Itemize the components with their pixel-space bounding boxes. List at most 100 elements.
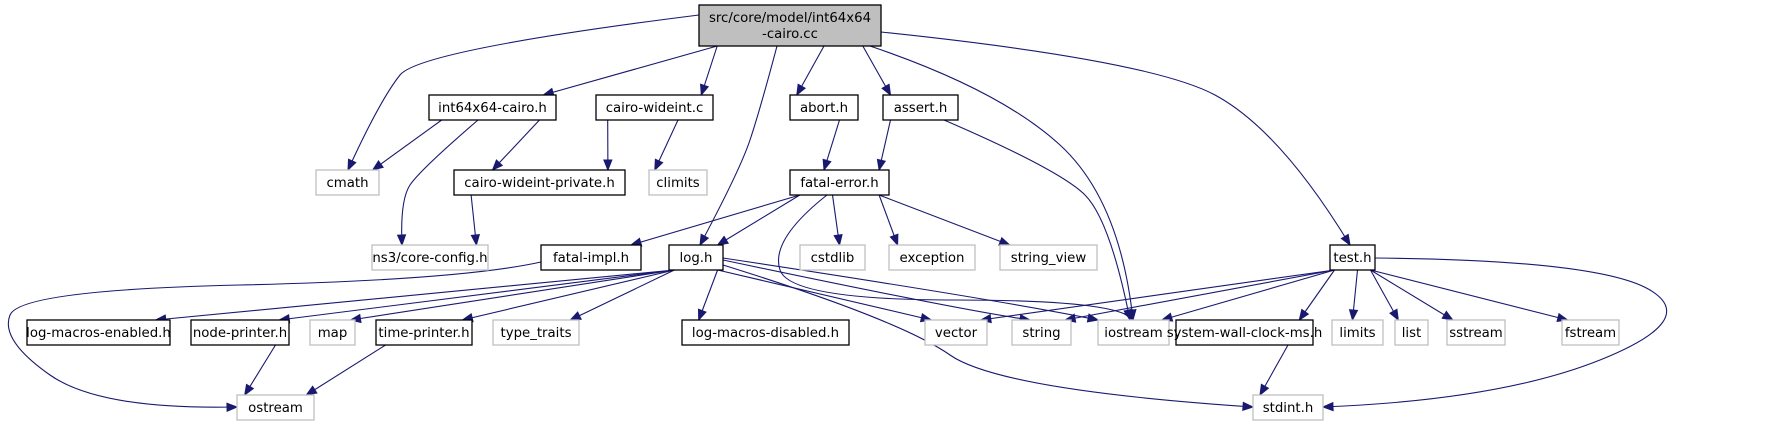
node-label: limits (1339, 326, 1375, 341)
edge-fatal-error-h-to-fatal-impl-h (629, 194, 801, 247)
node-label: assert.h (894, 101, 948, 116)
node-label: cairo-wideint-private.h (464, 176, 615, 191)
node-label: test.h (1333, 251, 1371, 266)
edge-line (717, 194, 801, 246)
node-box (371, 244, 489, 271)
edge-node-printer-h-to-ostream (243, 344, 276, 397)
node-box (888, 244, 976, 271)
arrowhead-icon (569, 311, 582, 321)
node-root[interactable]: src/core/model/int64x64-cairo.cc (698, 4, 882, 47)
edge-line (155, 269, 675, 321)
node-box (1446, 319, 1506, 346)
node-label: node-printer.h (193, 326, 287, 341)
edge-int64x64-cairo-h-to-cairo-wideint-private-h (491, 119, 540, 171)
node-label: log.h (680, 251, 713, 266)
edge-line (722, 257, 1099, 321)
arrowhead-icon (603, 159, 613, 172)
node-int64x64-cairo-h[interactable]: int64x64-cairo.h (428, 94, 557, 121)
node-cairo-wideint-c[interactable]: cairo-wideint.c (595, 94, 714, 121)
edge-assert-h-to-fatal-error-h (876, 119, 892, 172)
edge-root-to-log-h (699, 45, 778, 247)
node-box (1097, 319, 1170, 346)
edge-fatal-error-h-to-log-h (716, 194, 801, 246)
node-log-macros-enabled-h[interactable]: log-macros-enabled.h (26, 319, 171, 346)
arrowhead-icon (1441, 310, 1454, 321)
node-label: cstdlib (811, 251, 855, 266)
edge-test-h-to-string (1063, 269, 1335, 323)
node-assert-h[interactable]: assert.h (882, 94, 959, 121)
node-box[interactable] (595, 94, 714, 121)
node-box (236, 394, 315, 421)
node-box[interactable] (681, 319, 850, 346)
arrowhead-icon (699, 233, 710, 247)
arrowhead-icon (1321, 401, 1334, 412)
node-iostream: iostream (1097, 319, 1170, 346)
node-log-h[interactable]: log.h (668, 244, 724, 271)
node-label: vector (935, 326, 978, 341)
node-fstream: fstream (1561, 319, 1620, 346)
node-label: log-macros-enabled.h (26, 326, 171, 341)
node-time-printer-h[interactable]: time-printer.h (375, 319, 473, 346)
node-ostream: ostream (236, 394, 315, 421)
edge-line (1370, 269, 1568, 321)
node-box[interactable] (453, 169, 626, 196)
node-label: list (1402, 326, 1422, 341)
node-box[interactable] (190, 319, 290, 346)
node-label: type_traits (500, 326, 571, 341)
edge-log-h-to-node-printer-h (277, 269, 675, 324)
node-box[interactable] (882, 94, 959, 121)
edge-log-h-to-stdint-h (722, 264, 1255, 412)
node-box[interactable] (698, 4, 882, 47)
node-label: abort.h (800, 101, 848, 116)
edge-line (347, 14, 700, 171)
node-box[interactable] (668, 244, 724, 271)
node-label: time-printer.h (378, 326, 469, 341)
edge-line (7, 261, 542, 408)
arrowhead-icon (889, 233, 899, 247)
node-box[interactable] (428, 94, 557, 121)
node-string: string (1011, 319, 1072, 346)
arrowhead-icon (881, 83, 892, 97)
arrowhead-icon (470, 234, 481, 247)
node-test-h[interactable]: test.h (1329, 244, 1376, 271)
edge-fatal-error-h-to-string-view (878, 194, 1011, 246)
node-box[interactable] (1175, 319, 1314, 346)
edge-line (372, 119, 443, 171)
node-log-macros-disabled-h[interactable]: log-macros-disabled.h (681, 319, 850, 346)
node-fatal-impl-h[interactable]: fatal-impl.h (540, 244, 642, 271)
node-box[interactable] (789, 169, 890, 196)
node-string-view: string_view (999, 244, 1098, 271)
edge-root-to-iostream (869, 45, 1137, 322)
edge-test-h-to-stdint-h (1321, 257, 1668, 412)
node-box[interactable] (26, 319, 171, 346)
edge-abort-h-to-fatal-error-h (822, 119, 841, 172)
arrowhead-icon (243, 383, 255, 397)
node-box (315, 169, 380, 196)
node-abort-h[interactable]: abort.h (789, 94, 859, 121)
node-label: ns3/core-config.h (372, 251, 487, 266)
node-box[interactable] (789, 94, 859, 121)
node-box (1331, 319, 1384, 346)
arrowhead-icon (796, 83, 807, 97)
node-box[interactable] (1329, 244, 1376, 271)
edge-line (722, 264, 1254, 408)
node-cairo-wideint-private-h[interactable]: cairo-wideint-private.h (453, 169, 626, 196)
node-label: system-wall-clock-ms.h (1167, 326, 1323, 341)
edge-line (943, 119, 1131, 321)
node-label: int64x64-cairo.h (438, 101, 547, 116)
edge-test-h-to-fstream (1370, 269, 1570, 323)
nodes-layer: src/core/model/int64x64-cairo.cc int64x64… (26, 4, 1620, 421)
node-box (1561, 319, 1620, 346)
edges-layer (7, 14, 1668, 412)
edge-line (1370, 269, 1454, 321)
edge-line (492, 119, 540, 171)
edge-root-to-test-h (880, 31, 1351, 247)
edge-cairo-wideint-c-to-cairo-wideint-private-h (603, 119, 613, 172)
node-fatal-error-h[interactable]: fatal-error.h (789, 169, 890, 196)
edge-system-wall-clock-ms-h-to-stdint-h (1259, 344, 1289, 397)
node-box (799, 244, 866, 271)
node-system-wall-clock-ms-h[interactable]: system-wall-clock-ms.h (1167, 319, 1323, 346)
node-box[interactable] (540, 244, 642, 271)
node-node-printer-h[interactable]: node-printer.h (190, 319, 290, 346)
node-box[interactable] (375, 319, 473, 346)
